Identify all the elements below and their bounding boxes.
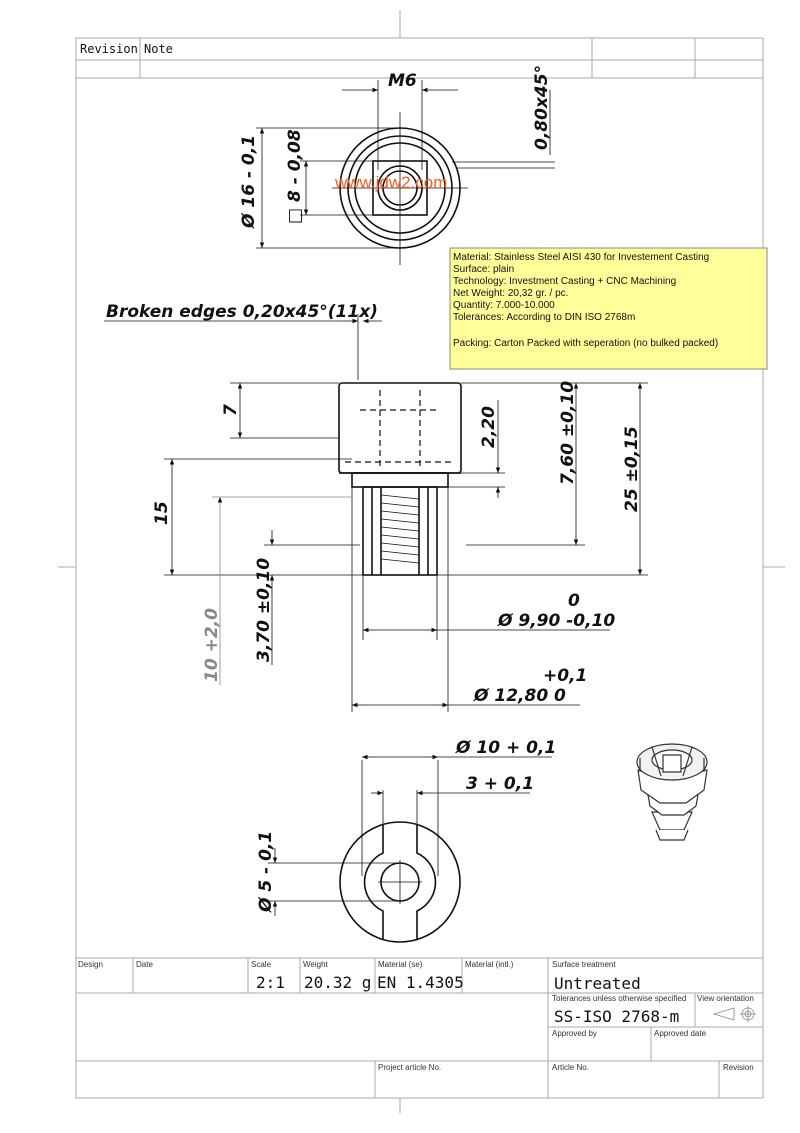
outer-diameter-dimension: Ø 16 - 0,1 <box>239 135 259 229</box>
note-line: Tolerances: According to DIN ISO 2768m <box>453 312 635 323</box>
note-line: Packing: Carton Packed with seperation (… <box>453 338 718 349</box>
projection-symbol-icon <box>712 1006 756 1022</box>
dimension-12-80-upper: +0,1 <box>543 666 587 686</box>
weight-value: 20.32 g <box>304 973 371 992</box>
dimension-10-bottom: Ø 10 + 0,1 <box>455 738 556 758</box>
dimension-2-20: 2,20 <box>479 406 499 448</box>
dimension-7: 7 <box>221 404 241 416</box>
note-header-label: Note <box>144 42 173 56</box>
square-dimension: □ 8 - 0,08 <box>285 129 305 224</box>
material-note-box: Material: Stainless Steel AISI 430 for I… <box>449 247 768 370</box>
article-number-label: Article No. <box>552 1063 589 1072</box>
top-view: M6 0,80x45° Ø 16 - 0,1 □ 8 - 0,08 www.jd… <box>239 65 555 265</box>
project-article-label: Project article No. <box>378 1063 441 1072</box>
note-line: Surface: plain <box>453 264 514 275</box>
weight-label: Weight <box>303 960 329 969</box>
surface-treatment-label: Surface treatment <box>552 960 616 969</box>
watermark: www.jdw2.com <box>334 173 447 192</box>
title-block: Design Date Scale 2:1 Weight 20.32 g Mat… <box>76 957 763 1098</box>
date-label: Date <box>136 960 153 969</box>
scale-label: Scale <box>251 960 272 969</box>
view-orientation-label: View orientation <box>697 994 754 1003</box>
revision-label: Revision <box>723 1063 754 1072</box>
approved-by-label: Approved by <box>552 1029 597 1038</box>
material-se-value: EN 1.4305 <box>377 973 464 992</box>
material-intl-label: Material (intl.) <box>465 960 514 969</box>
bottom-view: Ø 10 + 0,1 3 + 0,1 Ø 5 - 0,1 <box>256 738 556 943</box>
revision-header-label: Revision <box>80 42 138 56</box>
thread-hatch <box>380 494 420 564</box>
approved-date-label: Approved date <box>654 1029 707 1038</box>
note-line: Technology: Investment Casting + CNC Mac… <box>453 276 676 287</box>
dimension-3-bottom: 3 + 0,1 <box>466 774 534 794</box>
surface-treatment-value: Untreated <box>554 974 641 993</box>
side-view: Broken edges 0,20x45°(11x) <box>104 302 648 712</box>
dimension-5-bottom: Ø 5 - 0,1 <box>256 831 276 913</box>
tolerances-label: Tolerances unless otherwise specified <box>552 994 686 1003</box>
material-se-label: Material (se) <box>378 960 423 969</box>
note-line: Net Weight: 20,32 gr. / pc. <box>453 288 568 299</box>
design-label: Design <box>78 960 103 969</box>
chamfer-dimension: 0,80x45° <box>532 65 552 150</box>
note-line: Material: Stainless Steel AISI 430 for I… <box>453 252 709 263</box>
dimension-10: 10 +2,0 <box>202 608 222 682</box>
dimension-12-80: Ø 12,80 0 <box>473 686 566 706</box>
isometric-view <box>636 743 708 841</box>
dimension-9-90: Ø 9,90 -0,10 <box>497 611 615 631</box>
dimension-3-70: 3,70 ±0,10 <box>254 558 274 662</box>
dimension-15: 15 <box>152 501 172 525</box>
broken-edges-note: Broken edges 0,20x45°(11x) <box>106 302 378 322</box>
dimension-7-60: 7,60 ±0,10 <box>558 381 578 485</box>
sheet-frame <box>58 10 785 1113</box>
revision-header: Revision Note <box>76 38 763 79</box>
dimension-25: 25 ±0,15 <box>622 426 642 512</box>
thread-dimension: M6 <box>388 71 417 91</box>
note-line: Quantity: 7.000-10.000 <box>453 300 555 311</box>
scale-value: 2:1 <box>256 973 285 992</box>
dimension-9-90-upper: 0 <box>568 591 580 611</box>
tolerances-value: SS-ISO 2768-m <box>554 1007 679 1026</box>
